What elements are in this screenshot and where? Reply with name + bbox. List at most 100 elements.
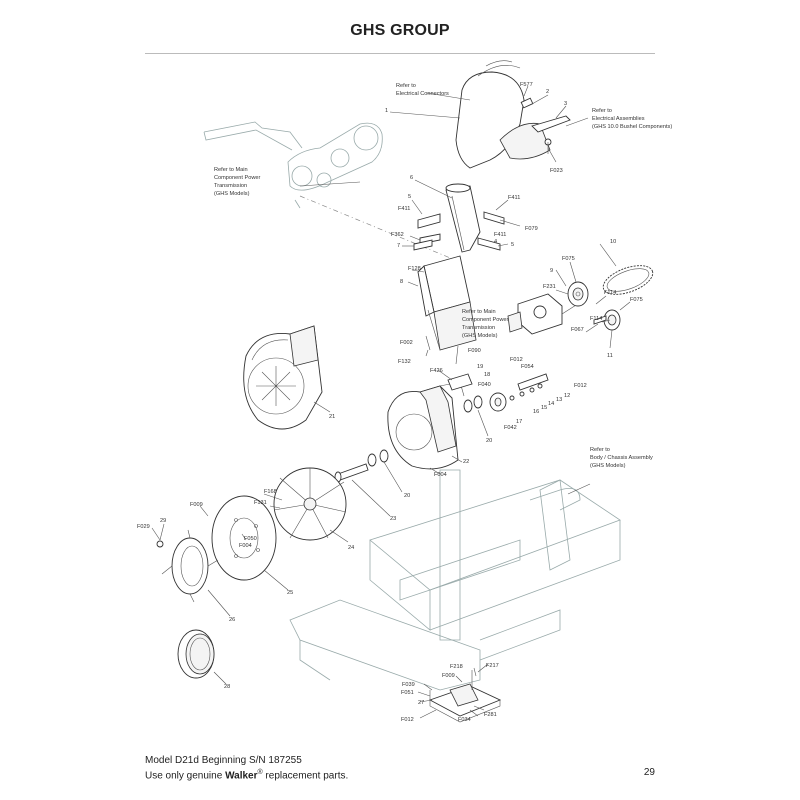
part-upper-chute-tube <box>445 183 481 253</box>
part-screen-ring-28 <box>177 629 215 679</box>
callout-label: F128 <box>408 266 421 272</box>
callout-label: 29 <box>160 518 166 524</box>
callout-label: 6 <box>410 175 413 181</box>
part-lower-chute-duct <box>417 255 477 351</box>
note-electrical-assemblies-l1: Refer to <box>592 108 612 114</box>
note-power-mid-l4: (GHS Models) <box>462 333 498 339</box>
footer-brand: Walker <box>225 770 258 782</box>
callout-label: F362 <box>391 232 404 238</box>
footer-genuine-parts: Use only genuine Walker® replacement par… <box>145 767 348 782</box>
callout-label: F217 <box>486 663 499 669</box>
note-chassis-l2: Body / Chassis Assembly <box>590 455 653 461</box>
callout-label: F090 <box>468 348 481 354</box>
callout-label: 10 <box>610 239 616 245</box>
footer-use-suffix: replacement parts. <box>262 770 349 782</box>
callout-label: 26 <box>229 617 235 623</box>
ghost-chassis <box>289 469 621 691</box>
part-fan-housing-22 <box>387 381 465 470</box>
title-rule <box>145 53 655 54</box>
part-cover-plate-25 <box>211 495 277 581</box>
callout-label: F054 <box>521 364 534 370</box>
callout-label: 17 <box>516 419 522 425</box>
note-power-upper-l1: Refer to Main <box>214 167 248 173</box>
callout-label: 18 <box>484 372 490 378</box>
callout-label: F411 <box>494 232 506 238</box>
callout-label: F002 <box>400 340 413 346</box>
callout-label: F040 <box>478 382 491 388</box>
part-drive-belt <box>602 265 654 295</box>
part-latch-lever <box>520 97 571 154</box>
callout-label: 11 <box>607 353 613 359</box>
note-power-upper-l2: Component Power <box>214 175 260 181</box>
callout-label: F426 <box>430 368 443 374</box>
part-fan-housing-21 <box>243 325 323 430</box>
note-electrical-connectors-l2: Electrical Connectors <box>396 91 449 97</box>
callout-label: F039 <box>402 682 415 688</box>
callout-label: 22 <box>463 459 469 465</box>
callout-label: 16 <box>533 409 539 415</box>
callout-label: F042 <box>504 425 517 431</box>
part-fan-shaft-23 <box>334 463 369 483</box>
callout-label: F411 <box>398 206 410 212</box>
callout-label: F131 <box>254 500 267 506</box>
callout-label: F231 <box>543 284 556 290</box>
note-power-mid-l1: Refer to Main <box>462 309 496 315</box>
callout-label: F577 <box>520 82 533 88</box>
callout-label: F067 <box>571 327 584 333</box>
part-discharge-chute <box>455 60 551 169</box>
part-mount-brackets <box>413 211 505 251</box>
note-electrical-connectors-l1: Refer to <box>396 83 416 89</box>
callout-label: 28 <box>224 684 230 690</box>
callout-label: 21 <box>329 414 335 420</box>
callout-label: 19 <box>477 364 483 370</box>
callout-label: F075 <box>562 256 575 262</box>
callout-label: F012 <box>401 717 414 723</box>
callout-label: 23 <box>390 516 396 522</box>
note-power-upper-l3: Transmission <box>214 183 247 189</box>
callout-label: 3 <box>564 101 567 107</box>
callout-label: F079 <box>525 226 538 232</box>
part-knob-29 <box>156 540 164 548</box>
callout-label: F009 <box>190 502 203 508</box>
note-electrical-assemblies-l2: Electrical Assemblies <box>592 116 645 122</box>
callout-label: F281 <box>484 712 497 718</box>
callout-label: F075 <box>630 297 643 303</box>
callout-label: 27 <box>418 700 424 706</box>
part-mount-bracket-27 <box>428 670 502 723</box>
callout-label: F012 <box>574 383 587 389</box>
callout-label: F034 <box>458 717 471 723</box>
footer-use-prefix: Use only genuine <box>145 770 226 782</box>
note-power-mid-l3: Transmission <box>462 325 495 331</box>
callout-label: F004 <box>434 472 447 478</box>
callout-label: F012 <box>510 357 523 363</box>
callout-label: F114 <box>604 290 616 296</box>
callout-label: 9 <box>550 268 553 274</box>
note-power-upper-l4: (GHS Models) <box>214 191 250 197</box>
callout-label: 7 <box>397 243 400 249</box>
leader-lines <box>151 85 631 719</box>
callout-label: 25 <box>287 590 293 596</box>
callout-label: 14 <box>548 401 554 407</box>
footer-registered: ® <box>257 769 263 776</box>
note-electrical-assemblies-l3: (GHS 10.0 Bushel Components) <box>592 124 672 130</box>
callout-label: 15 <box>541 405 547 411</box>
part-pulley-9 <box>567 281 589 307</box>
callout-label: 8 <box>400 279 403 285</box>
callout-label: F050 <box>244 536 257 542</box>
part-impeller-24 <box>273 467 347 541</box>
part-pulley-11 <box>603 309 621 331</box>
callout-label: F029 <box>137 524 150 530</box>
note-power-mid-l2: Component Power <box>462 317 508 323</box>
note-chassis-l3: (GHS Models) <box>590 463 626 469</box>
callout-label: F004 <box>239 543 252 549</box>
callout-label: F218 <box>450 664 463 670</box>
callout-label: 4 <box>494 239 497 245</box>
callout-label: 20 <box>404 493 410 499</box>
page-title: GHS GROUP <box>350 22 450 39</box>
callout-label: 1 <box>385 108 388 114</box>
centerline-upper <box>299 195 461 263</box>
callout-label: 20 <box>486 438 492 444</box>
note-chassis-l1: Refer to <box>590 447 610 453</box>
callout-label: 2 <box>546 89 549 95</box>
